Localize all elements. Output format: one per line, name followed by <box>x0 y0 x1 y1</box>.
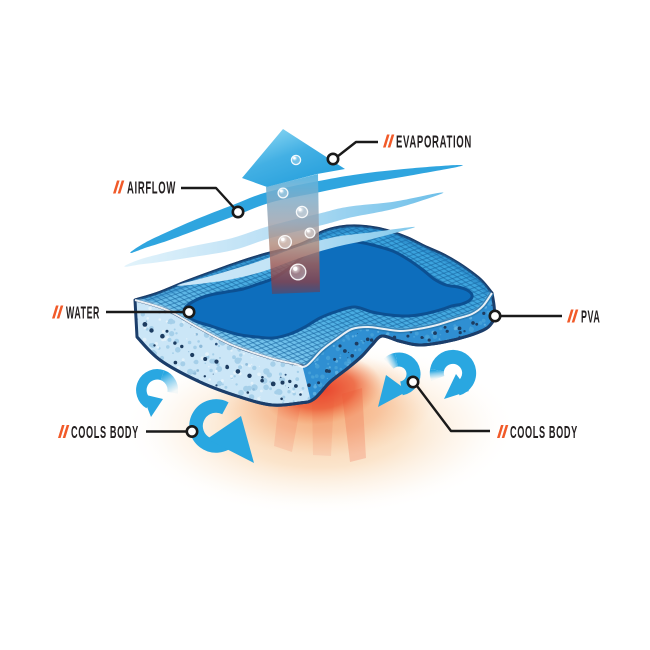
svg-text:PVA: PVA <box>581 306 600 326</box>
svg-text:EVAPORATION: EVAPORATION <box>396 131 472 151</box>
svg-text:COOLS BODY: COOLS BODY <box>71 422 139 442</box>
svg-text:AIRFLOW: AIRFLOW <box>127 177 176 197</box>
svg-text:WATER: WATER <box>66 302 100 322</box>
svg-text:COOLS BODY: COOLS BODY <box>510 422 578 442</box>
